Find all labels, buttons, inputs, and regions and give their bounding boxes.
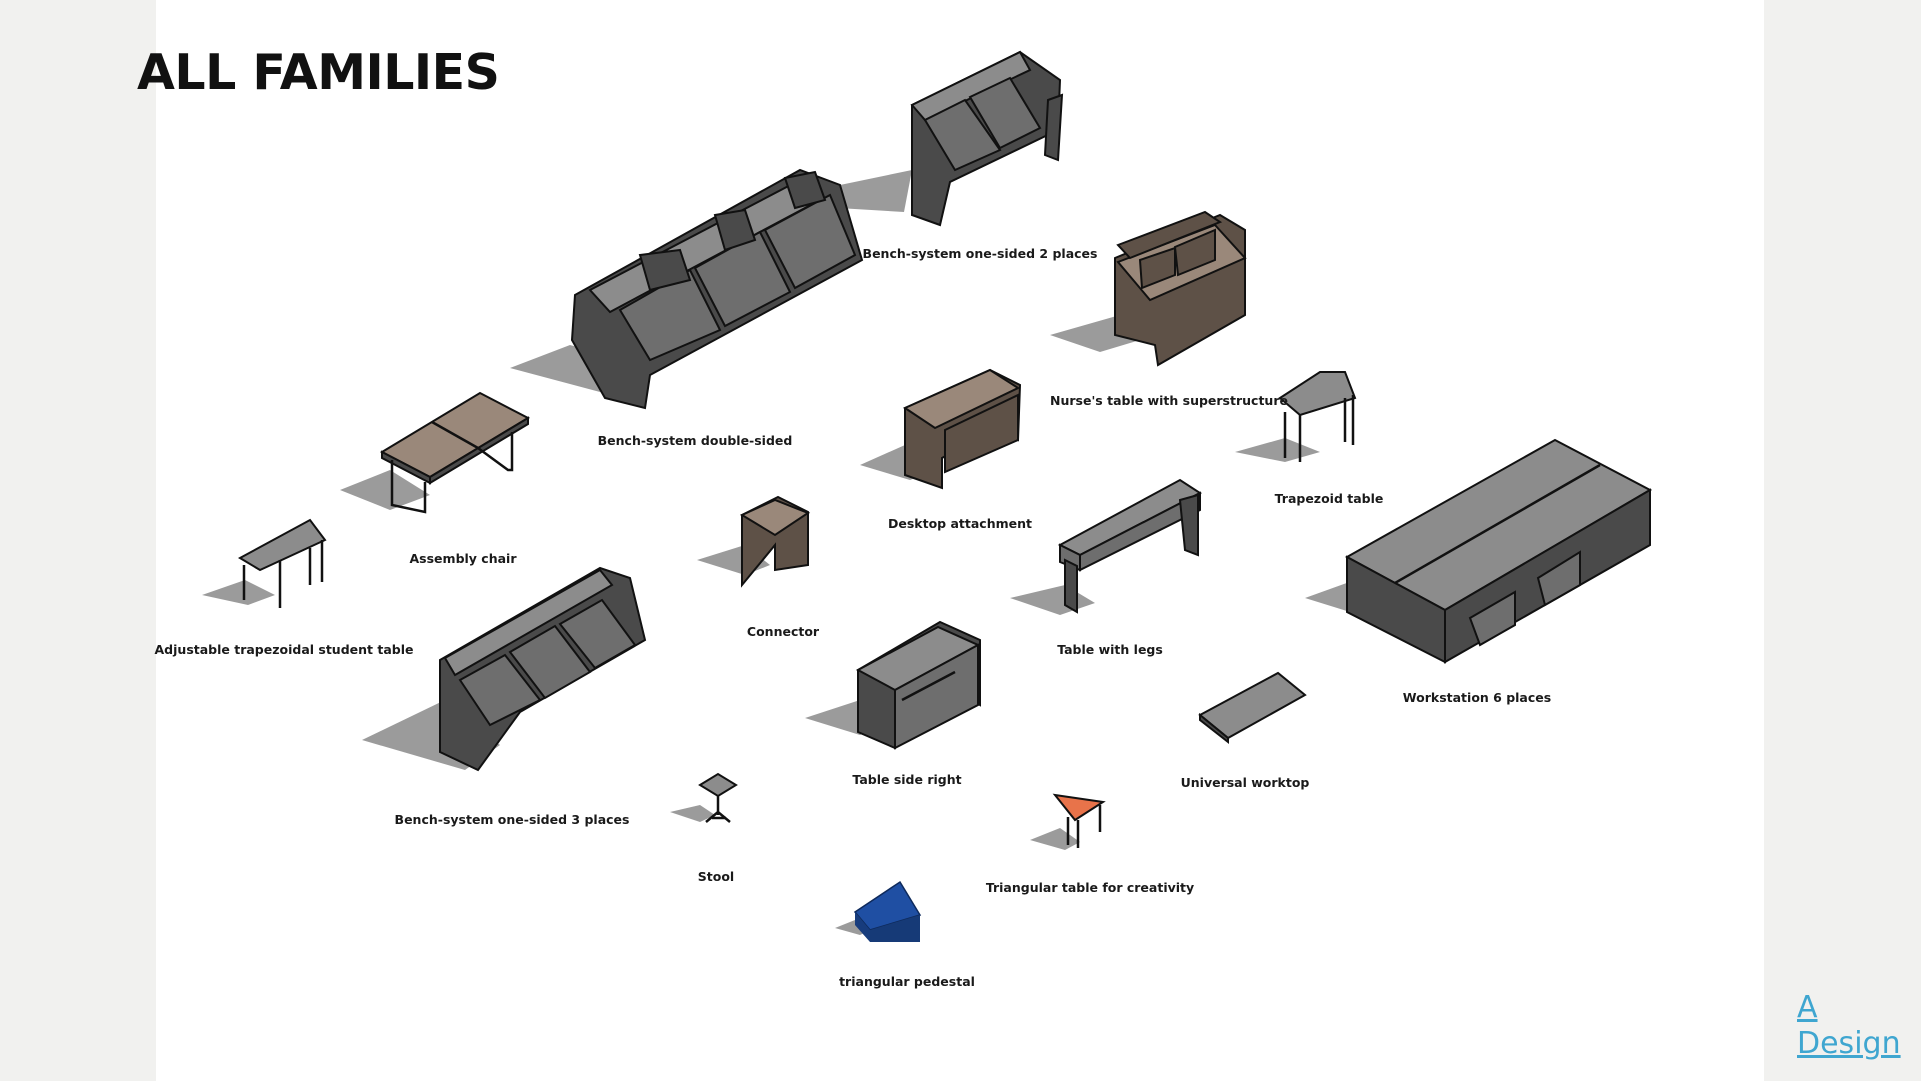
family-label-nurse-table: Nurse's table with superstructure	[1050, 393, 1288, 408]
family-label-bench-one-sided-3: Bench-system one-sided 3 places	[394, 812, 630, 827]
family-label-stool: Stool	[697, 869, 735, 884]
family-label-adjustable-trapezoidal: Adjustable trapezoidal student table	[154, 642, 414, 657]
student-table-icon	[202, 518, 327, 608]
bench-2-icon	[838, 50, 1064, 227]
family-label-triangular-table: Triangular table for creativity	[985, 880, 1195, 895]
brand-line-1: A	[1797, 990, 1818, 1025]
family-label-bench-one-sided-2: Bench-system one-sided 2 places	[862, 246, 1098, 261]
triangle-table-icon	[1030, 793, 1106, 850]
family-label-connector: Connector	[746, 624, 820, 639]
page-title: ALL FAMILIES	[137, 44, 500, 101]
bench-3-icon	[362, 566, 647, 772]
stool-icon	[670, 772, 738, 823]
workstation-icon	[1305, 438, 1653, 664]
side-table-icon	[805, 620, 981, 750]
brand-link[interactable]: A Design	[1797, 990, 1901, 1062]
bench-double-icon	[510, 168, 864, 410]
family-label-workstation-6: Workstation 6 places	[1402, 690, 1552, 705]
connector-icon	[697, 495, 811, 588]
family-label-triangular-pedestal: triangular pedestal	[839, 974, 975, 989]
long-table-icon	[1010, 478, 1202, 615]
pedestal-icon	[835, 880, 922, 942]
assembly-table-icon	[340, 391, 531, 514]
family-label-table-side-right: Table side right	[852, 772, 962, 787]
brand-line-2: Design	[1797, 1026, 1901, 1061]
family-label-trapezoid-table: Trapezoid table	[1274, 491, 1384, 506]
family-label-desktop-attachment: Desktop attachment	[888, 516, 1032, 531]
desk-icon	[860, 368, 1022, 490]
worktop-icon	[1198, 671, 1307, 745]
family-label-table-with-legs: Table with legs	[1057, 642, 1163, 657]
family-label-universal-worktop: Universal worktop	[1180, 775, 1310, 790]
nurse-table-icon	[1050, 210, 1247, 367]
trapezoid-table-icon	[1235, 371, 1357, 462]
family-label-bench-double-sided: Bench-system double-sided	[597, 433, 793, 448]
family-label-assembly-chair: Assembly chair	[409, 551, 517, 566]
